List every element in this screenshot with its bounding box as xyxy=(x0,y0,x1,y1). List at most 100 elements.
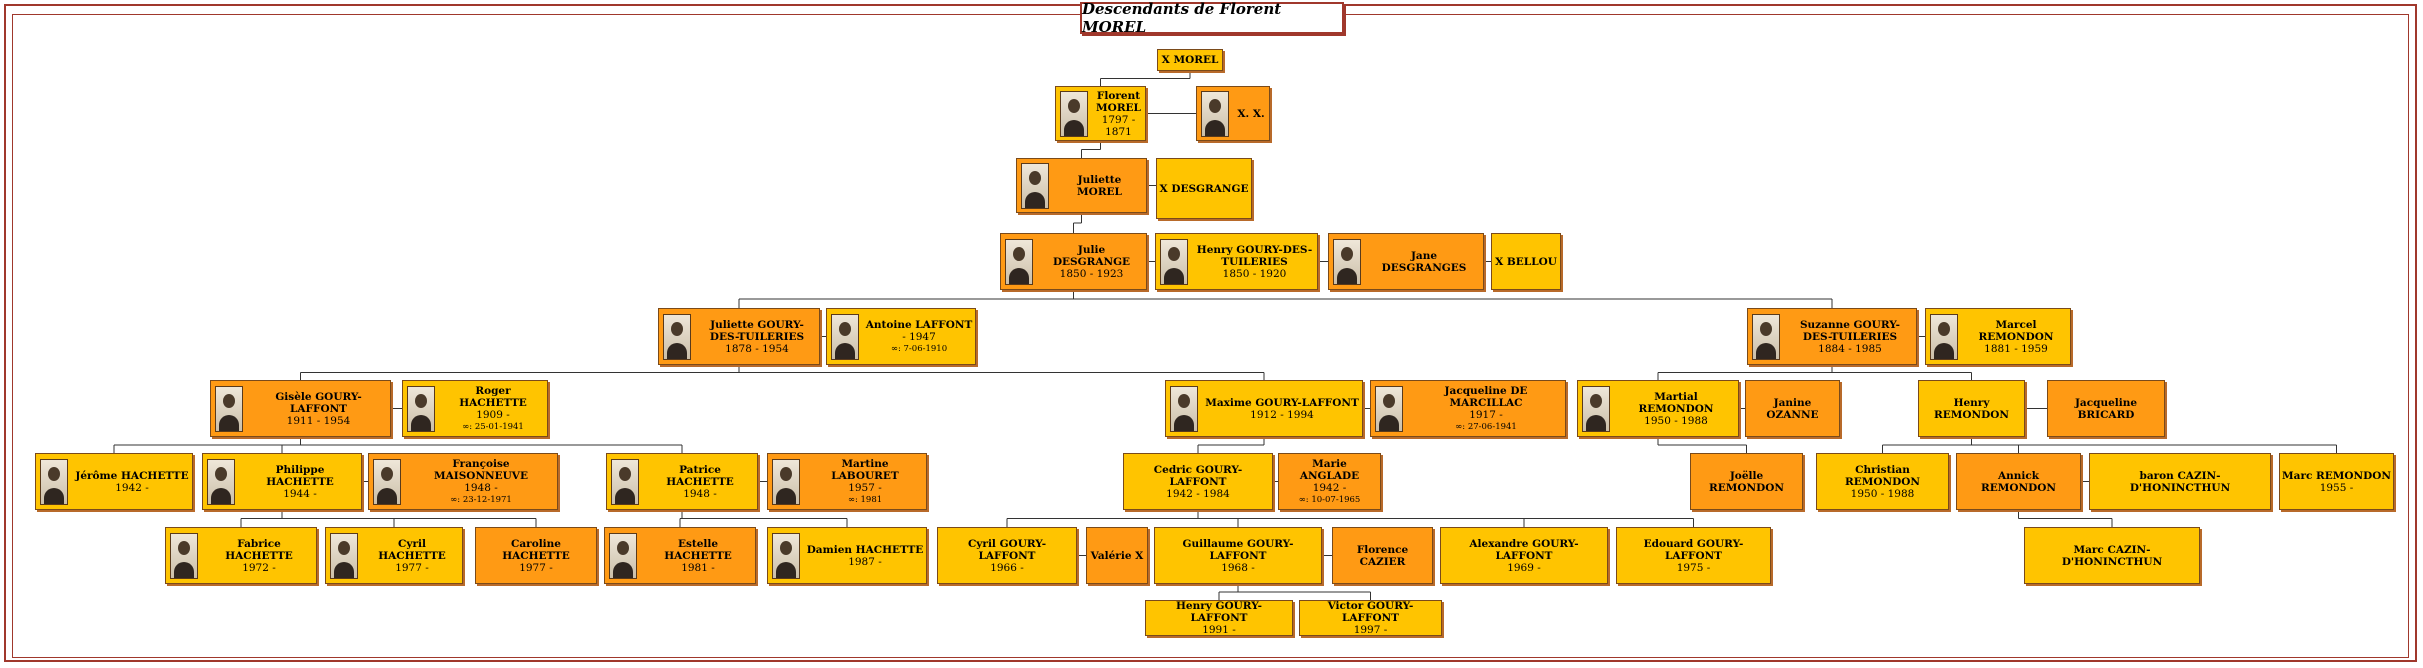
person-card-florence[interactable]: Florence CAZIER xyxy=(1332,527,1433,584)
person-dates: 1911 - 1954 xyxy=(286,414,351,427)
person-dates: 1997 - xyxy=(1353,624,1388,636)
person-name: Jane DESGRANGES xyxy=(1381,249,1467,274)
portrait-photo xyxy=(772,458,800,505)
person-name: Alexandre GOURY-LAFFONT xyxy=(1469,537,1579,562)
person-text: Valérie X xyxy=(1087,550,1147,562)
person-card-xx[interactable]: X. X. xyxy=(1196,86,1270,141)
person-card-henry-remondon[interactable]: Henry REMONDON xyxy=(1918,380,2025,437)
person-card-jane-desgranges[interactable]: Jane DESGRANGES xyxy=(1328,233,1484,290)
person-name: Jérôme HACHETTE xyxy=(75,469,189,482)
person-card-annick[interactable]: Annick REMONDON xyxy=(1956,453,2081,510)
portrait-photo xyxy=(1333,238,1361,285)
person-name: Victor GOURY-LAFFONT xyxy=(1327,600,1414,624)
person-dates: 1912 - 1994 xyxy=(1250,408,1314,421)
portrait-photo xyxy=(1021,162,1049,209)
person-dates: 1948 - xyxy=(683,487,717,500)
person-card-x-desgrange[interactable]: X DESGRANGE xyxy=(1156,158,1252,219)
person-card-juliette-morel[interactable]: Juliette MOREL xyxy=(1016,158,1147,213)
person-text: Joëlle REMONDON xyxy=(1691,470,1802,494)
person-card-joelle[interactable]: Joëlle REMONDON xyxy=(1690,453,1803,510)
person-text: Jane DESGRANGES xyxy=(1365,250,1483,274)
person-dates: 1950 - 1988 xyxy=(1644,414,1708,427)
portrait-photo xyxy=(1375,385,1403,432)
portrait-photo xyxy=(772,532,800,579)
person-dates: 1850 - 1923 xyxy=(1059,267,1124,280)
person-dates: 1909 - xyxy=(476,408,510,421)
person-name: X DESGRANGE xyxy=(1159,182,1249,195)
person-name: Martial REMONDON xyxy=(1638,390,1714,415)
person-name: Julie DESGRANGE xyxy=(1052,243,1131,268)
person-name: Valérie X xyxy=(1090,549,1144,562)
portrait-photo xyxy=(215,385,243,432)
person-name: Suzanne GOURY-DES-TUILERIES xyxy=(1799,318,1901,343)
person-name: Florence CAZIER xyxy=(1356,543,1409,568)
person-text: Antoine LAFFONT- 1947∞: 7-06-1910 xyxy=(863,319,975,355)
person-card-x-bellou[interactable]: X BELLOU xyxy=(1491,233,1561,290)
person-card-baron[interactable]: baron CAZIN-D'HONINCTHUN xyxy=(2089,453,2271,510)
person-name: Marc CAZIN-D'HONINCTHUN xyxy=(2061,543,2163,568)
person-card-valerie[interactable]: Valérie X xyxy=(1086,527,1148,584)
portrait-photo xyxy=(1060,90,1088,137)
person-dates: 1878 - 1954 xyxy=(725,342,789,355)
person-card-janine-ozanne[interactable]: Janine OZANNE xyxy=(1745,380,1840,437)
portrait-photo xyxy=(663,313,691,360)
person-text: Janine OZANNE xyxy=(1746,397,1839,421)
portrait-photo xyxy=(407,385,435,432)
person-card-jacqueline-bricard[interactable]: Jacqueline BRICARD xyxy=(2047,380,2165,437)
person-dates: 1942 - xyxy=(115,481,149,494)
person-card-marc-cazin[interactable]: Marc CAZIN-D'HONINCTHUN xyxy=(2024,527,2200,584)
person-card-antoine-laffont[interactable]: Antoine LAFFONT- 1947∞: 7-06-1910 xyxy=(826,308,976,365)
person-name: Florent MOREL xyxy=(1096,89,1141,114)
person-text: Henry REMONDON xyxy=(1919,397,2024,421)
marriage-date: ∞: 7-06-1910 xyxy=(890,343,948,354)
person-card-xmorel[interactable]: X MOREL xyxy=(1157,49,1223,71)
person-dates: 1942 - xyxy=(1312,481,1347,494)
